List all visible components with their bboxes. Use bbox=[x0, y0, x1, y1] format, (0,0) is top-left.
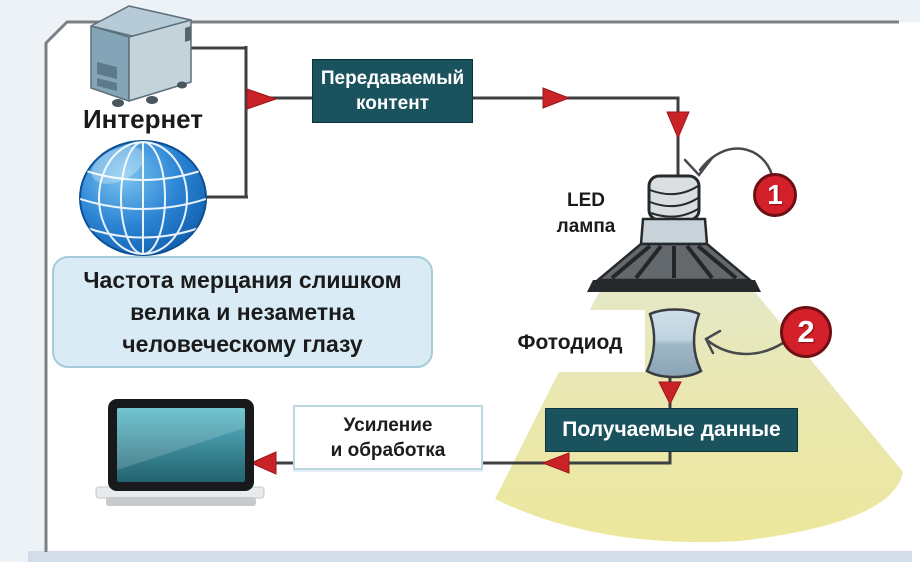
led-lamp-icon bbox=[587, 174, 761, 292]
screen-gloss bbox=[117, 408, 245, 470]
arrow-right-icon bbox=[246, 88, 278, 110]
step-2-badge: 2 bbox=[780, 306, 832, 358]
server-side bbox=[128, 19, 192, 102]
server-front bbox=[90, 25, 130, 102]
lamp-rim bbox=[587, 280, 761, 292]
arrow-left-icon bbox=[249, 451, 277, 475]
arrow-down-icon bbox=[658, 381, 682, 406]
server-foot bbox=[112, 99, 124, 107]
globe-icon bbox=[79, 140, 207, 256]
server-icon bbox=[90, 5, 192, 107]
note-box: Частота мерцания слишком велика и незаме… bbox=[52, 256, 433, 368]
internet-label: Интернет bbox=[82, 104, 204, 134]
lamp-label: LED лампа bbox=[556, 190, 616, 237]
photodiode-icon bbox=[645, 308, 703, 379]
processing-box: Усиление и обработка bbox=[293, 405, 483, 470]
callout-arrow-1 bbox=[683, 147, 774, 177]
step-1-badge: 1 bbox=[753, 173, 797, 217]
bottom-bar bbox=[28, 551, 912, 562]
callout-arrow-2 bbox=[704, 329, 785, 356]
received-data-box: Получаемые данные bbox=[545, 408, 798, 452]
server-foot bbox=[177, 81, 187, 89]
photodiode-label-patch bbox=[505, 310, 645, 372]
server-vent bbox=[97, 62, 117, 79]
server-foot bbox=[146, 96, 158, 104]
monitor-icon bbox=[95, 399, 265, 506]
arrow-down-icon bbox=[666, 111, 690, 140]
arrow-right-icon bbox=[542, 87, 571, 109]
server-handle bbox=[185, 26, 191, 42]
flow-arrows bbox=[246, 87, 690, 475]
arrow-left-icon bbox=[541, 452, 570, 474]
photodiode-label: Фотодиод bbox=[517, 331, 623, 354]
globe-highlight bbox=[91, 146, 145, 184]
wire-transmit-box-to-lamp bbox=[472, 96, 680, 186]
transmitted-content-box: Передаваемый контент bbox=[312, 59, 473, 123]
server-vent bbox=[97, 78, 117, 91]
frame-outline bbox=[44, 20, 899, 552]
